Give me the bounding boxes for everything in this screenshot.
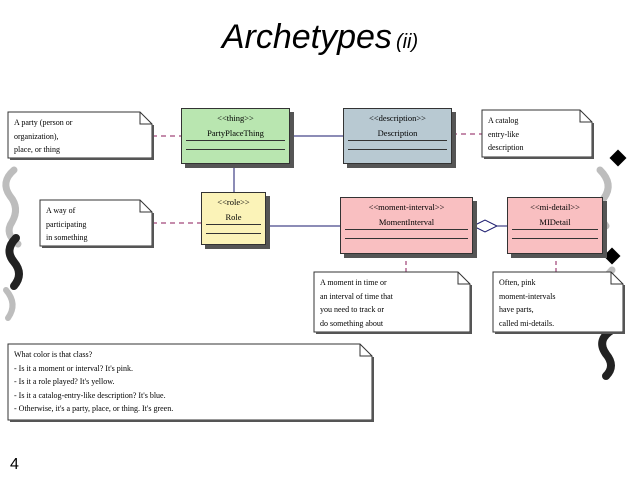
note-shape <box>7 343 374 422</box>
class-description: <<description>> Description <box>343 108 452 164</box>
note-line: have parts, <box>499 305 534 314</box>
note-shape <box>313 271 472 334</box>
class-role: <<role>> Role <box>201 192 266 245</box>
note-shape <box>7 111 154 160</box>
attributes-divider <box>206 224 261 225</box>
note-line: - Is it a moment or interval? It's pink. <box>14 363 133 373</box>
note-moment-interval: A moment in time or an interval of time … <box>313 271 472 334</box>
note-line: What color is that class? <box>14 350 93 359</box>
note-line: description <box>488 143 524 152</box>
class-moment-interval: <<moment-interval>> MomentInterval <box>340 197 473 254</box>
note-line: - Is it a role played? It's yellow. <box>14 377 115 386</box>
note-mi-detail: Often, pink moment-intervals have parts,… <box>492 271 625 334</box>
note-party: A party (person or organization), place,… <box>7 111 154 160</box>
note-line: you need to track or <box>320 305 384 314</box>
class-name: PartyPlaceThing <box>207 128 264 138</box>
note-line: entry-like <box>488 129 520 139</box>
note-line: called mi-details. <box>499 318 555 328</box>
note-line: an interval of time that <box>320 291 393 301</box>
page-title: Archetypes(ii) <box>0 18 640 57</box>
aggregation-diamond <box>471 219 499 233</box>
note-line: A moment in time or <box>320 278 387 287</box>
class-stereotype: <<role>> <box>217 197 250 207</box>
operations-divider <box>186 149 285 150</box>
class-stereotype: <<moment-interval>> <box>368 202 445 212</box>
title-main: Archetypes <box>221 18 392 56</box>
class-mi-detail: <<mi-detail>> MIDetail <box>507 197 603 254</box>
note-shape <box>39 199 154 248</box>
note-line: place, or thing <box>14 145 60 154</box>
note-description: A catalog entry-like description <box>481 109 594 159</box>
note-line: A catalog <box>488 116 519 125</box>
class-stereotype: <<mi-detail>> <box>530 202 580 212</box>
note-line: participating <box>46 219 87 229</box>
note-line: - Is it a catalog-entry-like description… <box>14 390 166 400</box>
attributes-divider <box>512 229 598 230</box>
note-line: moment-intervals <box>499 291 556 301</box>
note-line: A party (person or <box>14 118 73 127</box>
note-line: do something about <box>320 318 384 328</box>
page-number: 4 <box>10 456 19 473</box>
class-stereotype: <<thing>> <box>217 113 254 123</box>
title-sub: (ii) <box>395 31 419 53</box>
class-name: MomentInterval <box>378 217 435 227</box>
class-name: Description <box>377 128 418 138</box>
note-line: in something <box>46 233 88 242</box>
note-line: organization), <box>14 131 59 141</box>
class-party-place-thing: <<thing>> PartyPlaceThing <box>181 108 290 164</box>
attributes-divider <box>348 140 447 141</box>
note-shape <box>492 271 625 334</box>
operations-divider <box>206 233 261 234</box>
class-name: MIDetail <box>539 217 571 227</box>
class-stereotype: <<description>> <box>369 113 426 123</box>
note-color-legend: What color is that class? - Is it a mome… <box>7 343 374 422</box>
class-name: Role <box>225 212 242 222</box>
operations-divider <box>345 238 468 239</box>
note-line: - Otherwise, it's a party, place, or thi… <box>14 404 174 413</box>
note-line: A way of <box>46 206 76 215</box>
operations-divider <box>512 238 598 239</box>
attributes-divider <box>345 229 468 230</box>
note-line: Often, pink <box>499 278 536 287</box>
note-role: A way of participating in something <box>39 199 154 248</box>
note-shape <box>481 109 594 159</box>
attributes-divider <box>186 140 285 141</box>
operations-divider <box>348 149 447 150</box>
